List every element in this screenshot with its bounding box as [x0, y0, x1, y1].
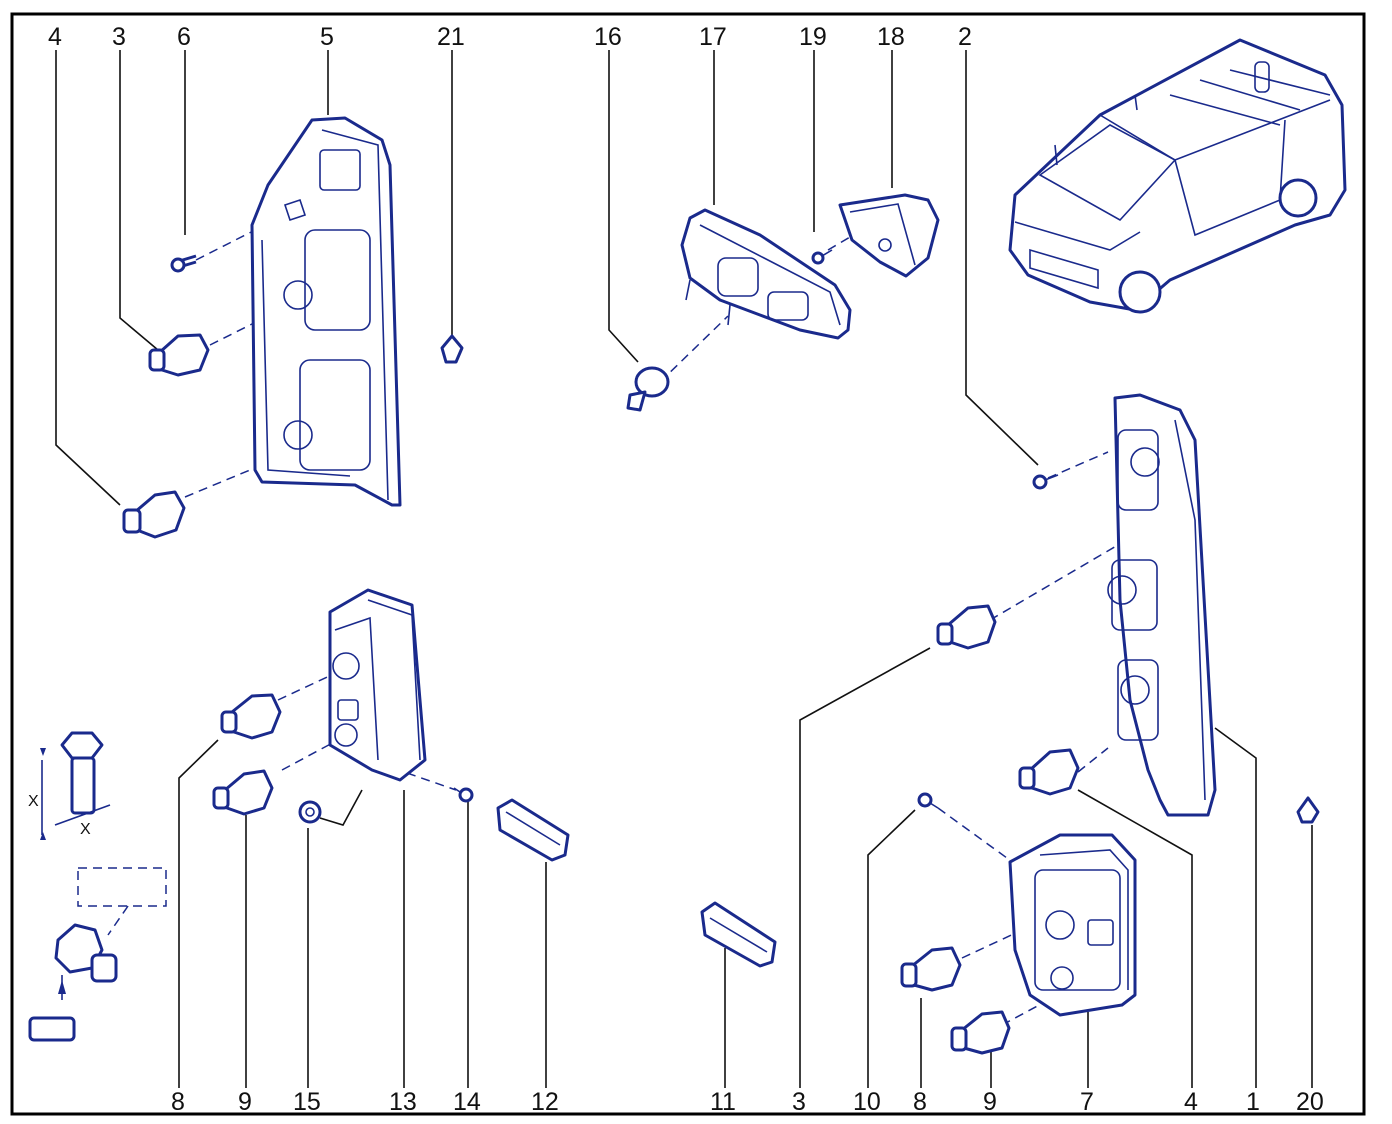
bulb-icon [900, 946, 962, 992]
callout-13: 13 [389, 1088, 417, 1116]
callout-8-left: 8 [171, 1088, 185, 1116]
brake-light-assembly [680, 208, 852, 340]
callout-4-top: 4 [48, 23, 62, 51]
bulb-icon [950, 1010, 1011, 1055]
clip-icon [1296, 796, 1320, 824]
callout-18: 18 [877, 23, 905, 51]
callout-10: 10 [853, 1088, 881, 1116]
callout-labels-top: 4 3 6 5 21 16 17 19 18 2 [48, 23, 972, 51]
callout-3-top: 3 [112, 23, 126, 51]
van-illustration [1008, 38, 1347, 314]
rear-lamp-right-large [1107, 393, 1217, 817]
callout-6: 6 [177, 23, 191, 51]
bulb-icon [122, 490, 186, 539]
bulb-icon [1018, 748, 1080, 796]
brake-light-cover [838, 193, 940, 278]
callout-12: 12 [531, 1088, 559, 1116]
dimension-x-left: X [28, 793, 39, 810]
callout-2: 2 [958, 23, 972, 51]
callout-11: 11 [710, 1088, 736, 1116]
dimension-x-bottom: X [80, 821, 91, 838]
callout-14: 14 [453, 1088, 481, 1116]
plate-lamp-12 [496, 798, 570, 862]
plate-lamp-11 [700, 901, 777, 968]
screw-icon [170, 254, 197, 273]
callout-17: 17 [699, 23, 727, 51]
bulb-icon [212, 769, 274, 816]
callout-1: 1 [1246, 1088, 1260, 1116]
rear-lamp-left-small [328, 588, 427, 782]
callout-16: 16 [594, 23, 622, 51]
callout-5: 5 [320, 23, 334, 51]
screw-icon [917, 792, 939, 809]
screw-icon [1032, 474, 1059, 490]
bulb-icons [122, 333, 1080, 1055]
callout-19: 19 [799, 23, 827, 51]
rear-lamp-right-small [1008, 833, 1137, 1017]
callout-7: 7 [1080, 1088, 1094, 1116]
bulb-icon [220, 693, 282, 740]
diagram-frame [10, 12, 1366, 1116]
callout-labels-bottom: 8 9 15 13 14 12 11 3 10 8 9 7 4 1 20 [171, 1088, 1324, 1116]
screw-icon [453, 787, 474, 803]
rear-lamp-left-large [250, 116, 402, 507]
bulb-icon [148, 333, 210, 377]
callout-21: 21 [437, 23, 465, 51]
callout-8-right: 8 [913, 1088, 927, 1116]
callout-3-bottom: 3 [792, 1088, 806, 1116]
bulb-icon [626, 366, 670, 412]
screw-icon [811, 249, 833, 265]
callout-9-left: 9 [238, 1088, 252, 1116]
callout-4-bottom: 4 [1184, 1088, 1198, 1116]
washer-icon [298, 800, 322, 824]
callout-15: 15 [293, 1088, 321, 1116]
leader-lines [55, 50, 1313, 1088]
callout-9-right: 9 [983, 1088, 997, 1116]
callout-20: 20 [1296, 1088, 1324, 1116]
bulb-icon [936, 604, 997, 650]
inset-details: X X [28, 731, 167, 1042]
fastener-icons [170, 249, 1320, 824]
clip-icon [440, 334, 464, 364]
